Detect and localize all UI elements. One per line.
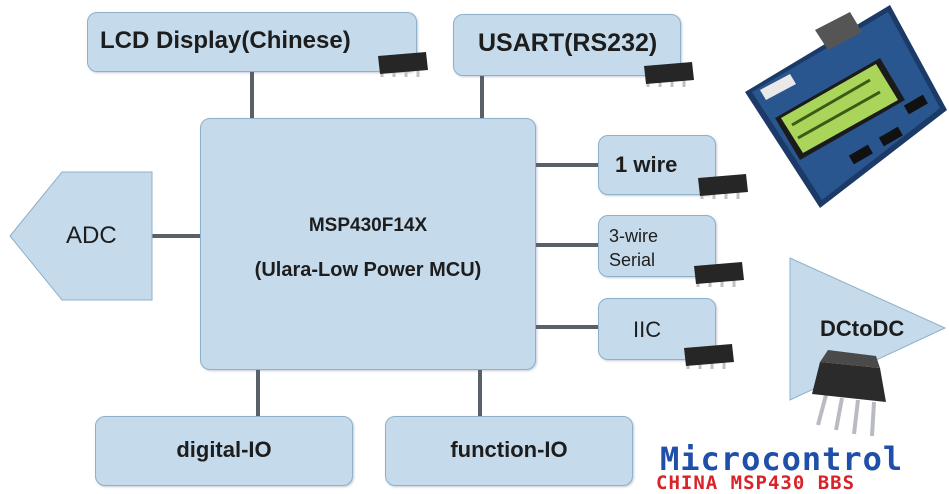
function-io-block: function-IO [385,416,633,486]
adc-label: ADC [66,222,117,249]
lcd-display-label: LCD Display(Chinese) [100,27,351,54]
mcu-title: MSP430F14X [308,215,428,236]
usart-label: USART(RS232) [478,29,658,57]
brand-tagline: CHINA MSP430 BBS [656,472,856,494]
dctodc-label: DCtoDC [820,316,905,341]
lcd-display-block: LCD Display(Chinese) [87,12,417,72]
connectors [152,70,598,418]
iic-label: IIC [633,317,662,342]
chip-icon-iic [684,344,734,369]
adc-shape [9,171,153,301]
dev-board-image [745,5,947,208]
brand-logo: Microcontrol [660,440,904,478]
digital-io-block: digital-IO [95,416,353,486]
serial-label: Serial [609,250,656,270]
usart-block: USART(RS232) [453,14,681,76]
regulator-chip-icon [812,350,886,437]
digital-io-label: digital-IO [176,437,272,462]
mcu-block: MSP430F14X (Ulara-Low Power MCU) [200,118,536,370]
chip-icon-3wire [694,262,744,287]
one-wire-label: 1 wire [615,152,678,177]
mcu-subtitle: (Ulara-Low Power MCU) [254,259,482,281]
chip-icon-1wire [698,174,748,199]
function-io-label: function-IO [450,437,568,462]
chip-icon-usart [644,62,694,87]
iic-block: IIC [598,298,716,360]
one-wire-block: 1 wire [598,135,716,195]
chip-icon-lcd [378,52,428,77]
three-wire-label: 3-wire [609,226,659,246]
